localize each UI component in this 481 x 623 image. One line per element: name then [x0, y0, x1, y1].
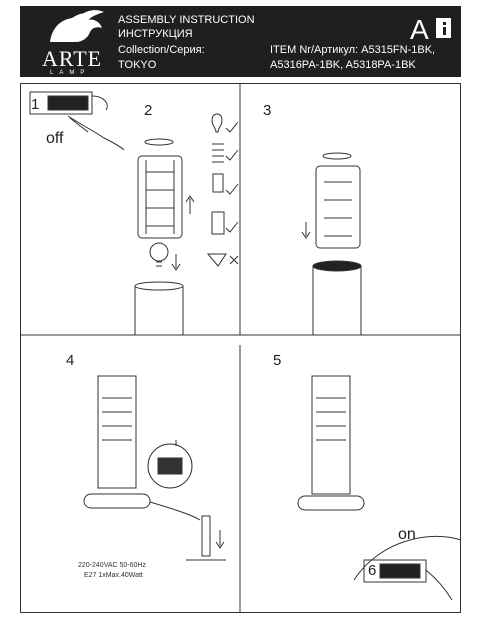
post-top-icon — [134, 281, 184, 335]
bollard-lamp-step5-icon — [297, 375, 365, 511]
bulb-icon — [149, 242, 169, 267]
document-icon — [436, 18, 451, 38]
title-en: ASSEMBLY INSTRUCTION — [118, 14, 255, 26]
item-line-2: A5316PA-1BK, A5318PA-1BK — [270, 59, 416, 71]
step-5-number: 5 — [273, 352, 282, 369]
title-ru: ИНСТРУКЦИЯ — [118, 28, 193, 40]
off-label: off — [46, 130, 64, 147]
post-step3-icon — [312, 260, 362, 335]
up-arrow-icon — [185, 195, 195, 214]
lantern-shade-icon — [137, 138, 183, 239]
bollard-lamp-step4-icon — [83, 375, 201, 521]
griffin-logo-icon — [50, 10, 104, 43]
header-bar: ARTE LAMP ASSEMBLY INSTRUCTION ИНСТРУКЦИ… — [20, 6, 461, 77]
logo-text: ARTE — [42, 46, 103, 71]
item-line-1: ITEM Nr/Артикул: A5315FN-1BK, — [270, 44, 436, 56]
ground-stake-icon — [186, 515, 226, 561]
down-arrow-icon — [171, 254, 181, 271]
spec-wattage: E27 1xMax.40Watt — [84, 572, 143, 579]
bulb-types-icon — [206, 113, 239, 267]
on-label: on — [398, 526, 416, 543]
step-6-number: 6 — [368, 562, 377, 579]
terminal-detail-icon — [147, 440, 193, 489]
step-2-number: 2 — [144, 102, 153, 119]
lantern-shade-step3-icon — [315, 152, 361, 249]
collection-label: Collection/Серия: — [118, 44, 205, 56]
down-arrow-step3-icon — [301, 222, 311, 239]
step-1-number: 1 — [31, 96, 40, 113]
collection-value: TOKYO — [118, 59, 157, 71]
switch-box-on-icon — [353, 535, 462, 601]
spec-voltage: 220-240VAC 50-60Hz — [78, 562, 146, 569]
switch-box-off-icon — [29, 91, 125, 151]
page-letter: A — [410, 14, 429, 45]
step-4-number: 4 — [66, 352, 75, 369]
logo-subtext: LAMP — [50, 70, 91, 76]
step-3-number: 3 — [263, 102, 272, 119]
